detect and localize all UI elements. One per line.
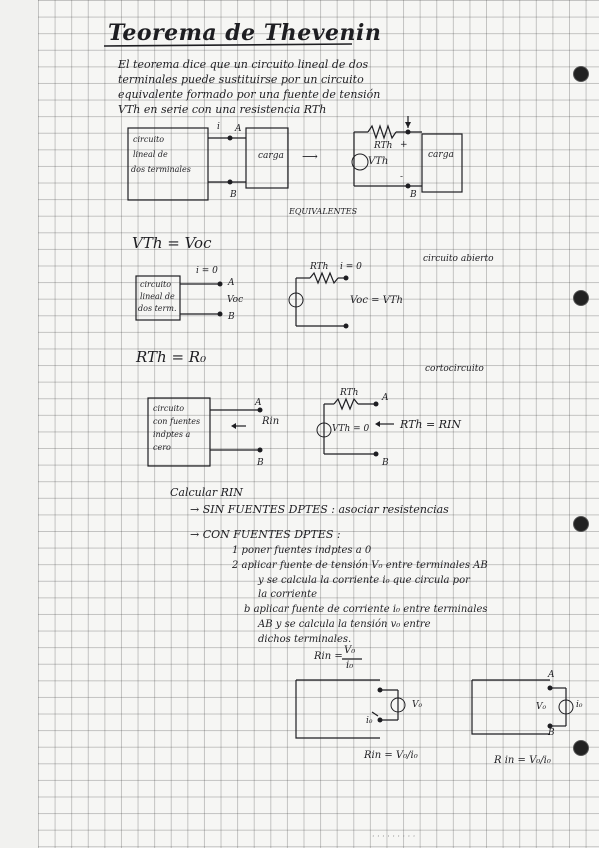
terminal-b-label: B	[548, 728, 555, 738]
current-zero-label: i = 0	[196, 266, 218, 276]
terminal-a-label: A	[235, 124, 242, 134]
arrow-icon: ⟶	[302, 150, 318, 163]
block-label: circuito	[140, 280, 172, 289]
intro-line: terminales puede sustituirse por un circ…	[118, 73, 364, 86]
i0-label: i₀	[576, 700, 583, 710]
block-label: circuito	[133, 135, 165, 144]
current-zero-label: i = 0	[340, 262, 362, 272]
block-label: con fuentes	[153, 417, 201, 426]
step-item: 1 poner fuentes indptes a 0	[232, 545, 372, 556]
binder-hole-icon	[573, 66, 589, 82]
binder-hole-icon	[573, 740, 589, 756]
voc-equals-vth-label: Voc = VTh	[350, 295, 403, 306]
rth-label: RTh	[340, 388, 359, 398]
i0-label: i₀	[366, 716, 373, 726]
step-item: AB y se calcula la tensión v₀ entre	[258, 619, 431, 630]
intro-line: equivalente formado por una fuente de te…	[118, 88, 381, 101]
method-with-dependent-sources: → CON FUENTES DPTES :	[190, 528, 341, 541]
block-label: dos term.	[138, 304, 177, 313]
rth-label: RTh	[374, 141, 393, 151]
intro-line: El teorema dice que un circuito lineal d…	[118, 58, 369, 71]
step-item: la corriente	[258, 589, 318, 600]
step-item: y se calcula la corriente i₀ que circula…	[258, 575, 470, 586]
terminal-a-label: A	[255, 398, 262, 408]
block-label: lineal de	[133, 150, 168, 159]
block-label: indptes a	[153, 430, 191, 439]
terminal-a-label: A	[382, 393, 389, 403]
binder-hole-icon	[573, 516, 589, 532]
vth-label: VTh	[368, 156, 389, 167]
current-label: i	[217, 122, 220, 132]
rin-fraction-numerator: V₀	[344, 645, 356, 656]
step-item: b aplicar fuente de corriente i₀ entre t…	[244, 604, 488, 615]
grid-notebook-page	[38, 0, 599, 848]
rin-label: Rin	[262, 416, 280, 427]
rth-equation: RTh = R₀	[136, 348, 207, 366]
block-label: circuito	[153, 404, 185, 413]
step-item: 2 aplicar fuente de tensión V₀ entre ter…	[232, 560, 488, 571]
load-label: carga	[428, 150, 454, 160]
open-circuit-note: circuito abierto	[423, 254, 494, 264]
plus-sign: +	[400, 140, 408, 150]
rth-label: RTh	[310, 262, 329, 272]
block-label: cero	[153, 443, 171, 452]
section-heading: Calcular RIN	[170, 486, 243, 499]
page-footer-mark: · · · · · · · · ·	[372, 832, 416, 841]
minus-sign: -	[400, 172, 404, 182]
terminal-a-label: A	[228, 278, 235, 288]
method-without-dependent-sources: → SIN FUENTES DPTES : asociar resistenci…	[190, 503, 449, 516]
vth-equation: VTh = Voc	[132, 234, 212, 252]
short-circuit-note: cortocircuito	[425, 364, 484, 374]
equivalent-caption: EQUIVALENTES	[289, 207, 358, 216]
rin-formula-caption: Rin = V₀/i₀	[364, 750, 418, 761]
rin-formula-caption: R in = V₀/i₀	[494, 755, 551, 766]
binder-hole-icon	[573, 290, 589, 306]
intro-line: VTh en serie con una resistencia RTh	[118, 103, 327, 116]
rin-fraction-denominator: i₀	[346, 660, 354, 671]
vth-zero-label: VTh = 0	[332, 424, 370, 434]
terminal-b-label: B	[230, 190, 237, 200]
terminal-b-label: B	[382, 458, 389, 468]
rin-fraction-lhs: Rin =	[314, 651, 343, 662]
load-label: carga	[258, 151, 284, 161]
block-label: dos terminales	[131, 165, 191, 174]
v0-label: V₀	[412, 700, 423, 710]
terminal-b-label: B	[410, 190, 417, 200]
terminal-b-label: B	[257, 458, 264, 468]
v0-label: V₀	[536, 702, 547, 712]
rth-equals-rin-label: RTh = RIN	[400, 418, 461, 431]
voc-label: Voc	[227, 295, 244, 305]
page-title: Teorema de Thevenin	[108, 20, 382, 46]
step-item: dichos terminales.	[258, 634, 352, 645]
terminal-b-label: B	[228, 312, 235, 322]
block-label: lineal de	[140, 292, 175, 301]
terminal-a-label: A	[548, 670, 555, 680]
